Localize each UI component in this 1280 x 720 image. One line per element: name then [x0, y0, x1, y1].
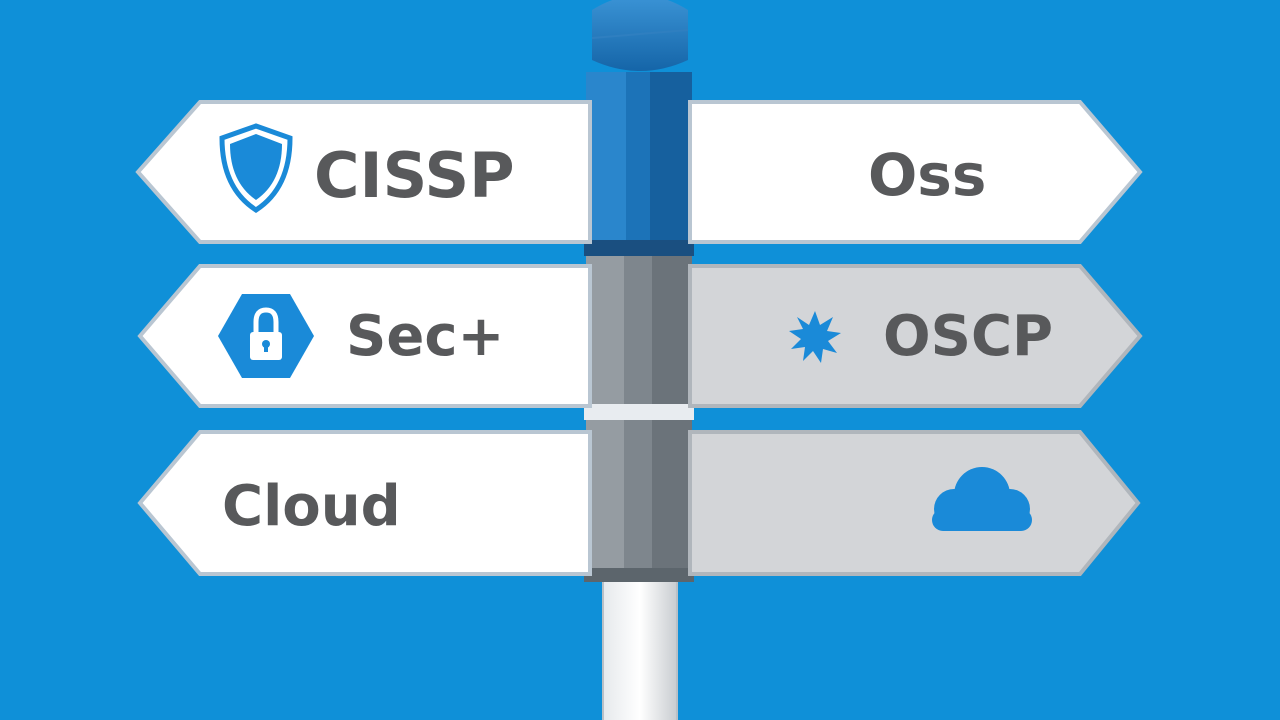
- sign-cloud: Cloud: [137, 430, 592, 576]
- padlock-hexagon-icon: [218, 294, 314, 378]
- sign-oscp: OSCP: [688, 264, 1143, 408]
- sign-label-cloud: Cloud: [222, 474, 401, 539]
- sign-cloud-right: [688, 430, 1141, 576]
- sign-label-secplus: Sec+: [346, 304, 504, 369]
- sign-label-cissp: CISSP: [314, 139, 515, 212]
- sign-label-oscp: OSCP: [883, 304, 1053, 369]
- shield-icon: [219, 123, 293, 213]
- starburst-icon: [789, 311, 841, 363]
- sign-label-oss: Oss: [868, 141, 986, 209]
- cloud-icon: [932, 467, 1032, 531]
- sign-oss: Oss: [688, 100, 1143, 244]
- sign-secplus: Sec+: [137, 264, 592, 408]
- signpost-pole: [584, 0, 694, 720]
- sign-cissp: CISSP: [135, 100, 592, 244]
